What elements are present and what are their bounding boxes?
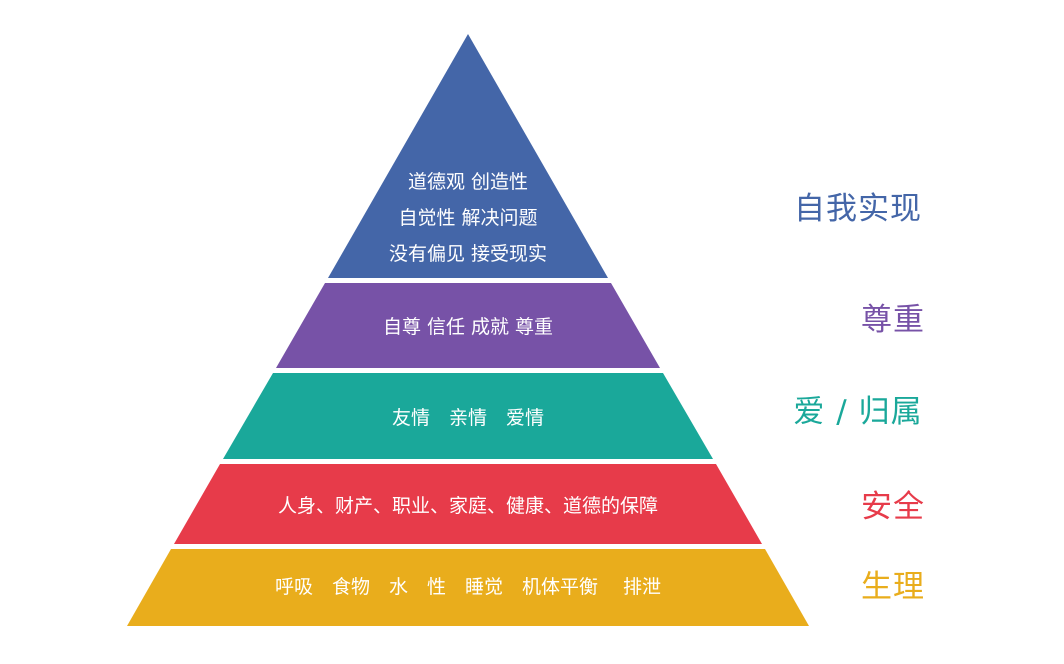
tier-safety-shape (174, 464, 762, 544)
tier-self-actualization-line-1: 道德观 创造性 (408, 171, 528, 193)
label-love-belonging: 爱 / 归属 (793, 394, 922, 430)
tier-safety: 人身、财产、职业、家庭、健康、道德的保障 (174, 464, 762, 544)
tier-esteem-shape (276, 283, 660, 368)
tier-self-actualization-line-3: 没有偏见 接受现实 (389, 243, 547, 265)
tier-self-actualization-line-2: 自觉性 解决问题 (398, 207, 537, 229)
tier-esteem: 自尊 信任 成就 尊重 (276, 283, 660, 368)
tier-love-belonging: 友情 亲情 爱情 (223, 373, 713, 459)
tier-self-actualization: 道德观 创造性 自觉性 解决问题 没有偏见 接受现实 (328, 34, 608, 278)
tier-physiological: 呼吸 食物 水 性 睡觉 机体平衡 排泄 (127, 549, 809, 626)
tier-physiological-shape (127, 549, 809, 626)
tier-safety-line-1: 人身、财产、职业、家庭、健康、道德的保障 (278, 495, 658, 517)
tier-physiological-line-1: 呼吸 食物 水 性 睡觉 机体平衡 排泄 (275, 576, 661, 598)
label-self-actualization: 自我实现 (794, 191, 922, 227)
label-physiological: 生理 (861, 569, 925, 605)
label-safety: 安全 (861, 489, 925, 525)
tier-love-belonging-shape (223, 373, 713, 459)
tier-esteem-line-1: 自尊 信任 成就 尊重 (383, 316, 553, 338)
tier-love-belonging-line-1: 友情 亲情 爱情 (392, 407, 544, 429)
tier-self-actualization-shape (328, 34, 608, 278)
label-esteem: 尊重 (861, 302, 925, 338)
